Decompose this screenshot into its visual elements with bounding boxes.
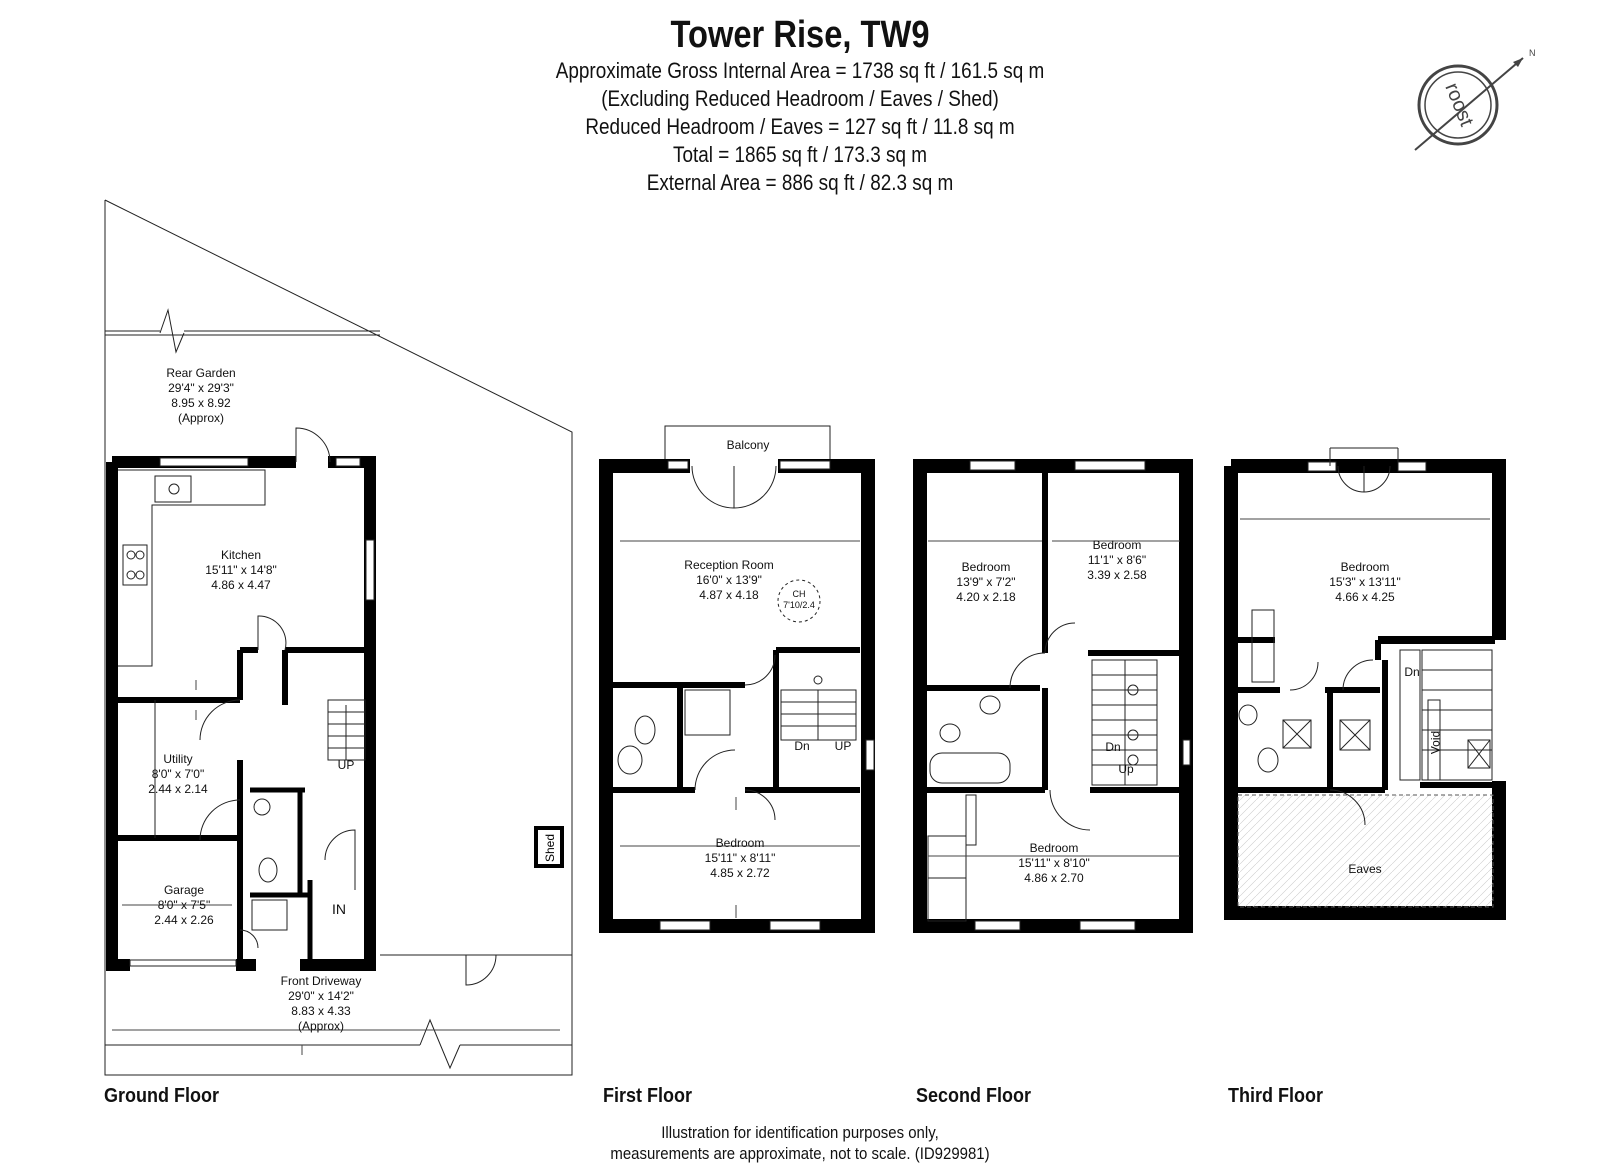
room-balcony: Balcony	[727, 438, 770, 453]
room-name: Reception Room	[684, 558, 774, 572]
room-note: (Approx)	[177, 411, 224, 425]
room-size-metric: 3.39 x 2.58	[1087, 568, 1147, 582]
room-size-metric: 4.86 x 4.47	[211, 578, 271, 592]
void-mark: Void	[1428, 730, 1443, 755]
room-kitchen: Kitchen 15'11" x 14'8" 4.86 x 4.47	[205, 548, 277, 593]
room-name: Eaves	[1348, 862, 1382, 876]
room-bedroom-second-c: Bedroom 15'11" x 8'10" 4.86 x 2.70	[1018, 841, 1090, 886]
room-size-imperial: 15'11" x 14'8"	[205, 563, 277, 577]
room-size-imperial: 13'9" x 7'2"	[956, 575, 1016, 589]
area-total: Total = 1865 sq ft / 173.3 sq m	[672, 142, 927, 167]
floor-label-third: Third Floor	[1228, 1085, 1323, 1107]
room-bedroom-second-b: Bedroom 11'1" x 8'6" 3.39 x 2.58	[1087, 538, 1146, 583]
third-floor-fixtures	[1237, 447, 1494, 908]
room-size-imperial: 11'1" x 8'6"	[1087, 553, 1147, 567]
room-note: (Approx)	[297, 1019, 344, 1033]
north-mark: N	[1529, 48, 1536, 58]
room-size-imperial: 8'0" x 7'0"	[151, 767, 205, 781]
ch-value: 7'10/2.4	[783, 600, 815, 610]
room-bedroom-first: Bedroom 15'11" x 8'11" 4.85 x 2.72	[705, 836, 776, 881]
disclaimer-line-2: measurements are approximate, not to sca…	[610, 1144, 990, 1163]
room-size-imperial: 15'3" x 13'11"	[1329, 575, 1401, 589]
second-floor-walls	[913, 459, 1193, 933]
room-size-metric: 4.20 x 2.18	[956, 590, 1016, 604]
room-name: Garage	[163, 883, 205, 897]
disclaimer-line-1: Illustration for identification purposes…	[661, 1123, 939, 1142]
shed: Shed	[534, 826, 564, 868]
room-size-metric: 4.85 x 2.72	[710, 866, 770, 880]
area-reduced-headroom: Reduced Headroom / Eaves = 127 sq ft / 1…	[585, 114, 1015, 139]
ground-floor-plan	[104, 199, 573, 1076]
room-name: Kitchen	[220, 548, 262, 562]
room-garage: Garage 8'0" x 7'5" 2.44 x 2.26	[154, 883, 213, 928]
stairs-up-mark-second: Up	[1118, 762, 1134, 776]
room-name: Rear Garden	[166, 366, 236, 380]
room-eaves: Eaves	[1348, 862, 1381, 877]
room-name: Front Driveway	[280, 974, 362, 988]
room-size-metric: 4.66 x 4.25	[1335, 590, 1395, 604]
stairs-down-mark-third: Dn	[1404, 665, 1420, 679]
room-size-imperial: 15'11" x 8'11"	[704, 851, 776, 865]
room-size-imperial: 8'0" x 7'5"	[157, 898, 211, 912]
room-size-metric: 2.44 x 2.14	[148, 782, 208, 796]
room-name: Utility	[163, 752, 193, 766]
room-size-metric: 4.86 x 2.70	[1024, 871, 1084, 885]
room-name: Balcony	[726, 438, 770, 452]
ceiling-height: CH 7'10/2.4	[783, 589, 815, 611]
room-name: Bedroom	[715, 836, 765, 850]
stairs-down-mark-first: Dn	[794, 739, 810, 753]
room-size-imperial: 16'0" x 13'9"	[696, 573, 762, 587]
area-external: External Area = 886 sq ft / 82.3 sq m	[646, 170, 954, 195]
room-name: Bedroom	[961, 560, 1011, 574]
floor-label-ground: Ground Floor	[104, 1085, 219, 1107]
room-name: Bedroom	[1340, 560, 1390, 574]
room-rear-garden: Rear Garden 29'4" x 29'3" 8.95 x 8.92 (A…	[166, 366, 235, 426]
room-name: Bedroom	[1092, 538, 1142, 552]
shed-label: Shed	[543, 834, 557, 862]
room-size-metric: 8.83 x 4.33	[291, 1004, 351, 1018]
ground-floor-fixtures	[112, 427, 560, 1055]
room-size-imperial: 15'11" x 8'10"	[1018, 856, 1090, 870]
room-bedroom-second-a: Bedroom 13'9" x 7'2" 4.20 x 2.18	[956, 560, 1015, 605]
logo-text: roost	[1440, 80, 1477, 130]
stairs-up-mark: UP	[337, 758, 355, 772]
room-size-metric: 2.44 x 2.26	[154, 913, 214, 927]
area-gross-internal: Approximate Gross Internal Area = 1738 s…	[555, 58, 1045, 83]
stairs-up-mark-first: UP	[834, 739, 852, 753]
roost-logo-icon: N roost	[1414, 48, 1536, 151]
room-utility: Utility 8'0" x 7'0" 2.44 x 2.14	[148, 752, 207, 797]
entrance-in-mark: IN	[332, 901, 346, 917]
room-reception: Reception Room 16'0" x 13'9" 4.87 x 4.18	[684, 558, 773, 603]
room-name: Bedroom	[1029, 841, 1079, 855]
first-floor-fixtures	[617, 425, 875, 931]
second-floor-fixtures	[927, 460, 1191, 931]
room-size-metric: 4.87 x 4.18	[699, 588, 759, 602]
area-exclusion-note: (Excluding Reduced Headroom / Eaves / Sh…	[601, 86, 999, 111]
room-size-metric: 8.95 x 8.92	[171, 396, 231, 410]
room-size-imperial: 29'4" x 29'3"	[168, 381, 234, 395]
ground-floor-walls	[106, 456, 376, 971]
room-front-driveway: Front Driveway 29'0" x 14'2" 8.83 x 4.33…	[281, 974, 362, 1034]
floor-label-first: First Floor	[603, 1085, 693, 1107]
page-title: Tower Rise, TW9	[670, 14, 930, 56]
room-size-imperial: 29'0" x 14'2"	[288, 989, 354, 1003]
ch-label: CH	[792, 589, 806, 599]
room-bedroom-third: Bedroom 15'3" x 13'11" 4.66 x 4.25	[1329, 560, 1401, 605]
stairs-down-mark-second: Dn	[1105, 740, 1121, 754]
floor-label-second: Second Floor	[916, 1085, 1032, 1107]
